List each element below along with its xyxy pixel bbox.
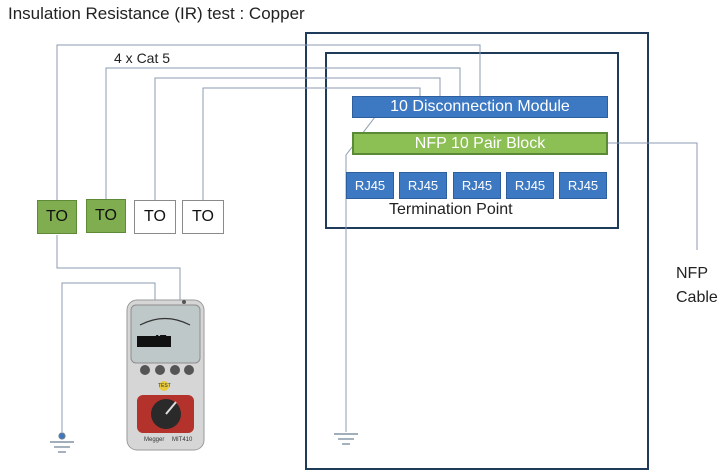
- insulation-tester: [126, 299, 205, 451]
- telecom-outlet-4: TO: [182, 200, 224, 234]
- pair-block: NFP 10 Pair Block: [352, 132, 608, 155]
- rj45-port-1: RJ45: [346, 172, 394, 199]
- termination-frame: [325, 52, 619, 229]
- wire-to-1: [56, 44, 481, 200]
- telecom-outlet-3: TO: [134, 200, 176, 234]
- tester-brand: Megger: [144, 437, 165, 443]
- rj45-port-4: RJ45: [506, 172, 554, 199]
- cabinet-frame: [305, 32, 649, 470]
- wire-tester-earth: [61, 282, 156, 432]
- nfp-cable-label: NFP Cable: [676, 262, 718, 310]
- wire-to-4: [202, 87, 421, 200]
- tester-test-button[interactable]: TEST: [158, 383, 171, 389]
- disconnection-module: 10 Disconnection Module: [352, 96, 608, 118]
- wire-to-3: [154, 77, 441, 200]
- wire-nfp-cable: [608, 142, 698, 250]
- nfp-cable-label-line-1: NFP: [676, 265, 708, 282]
- wire-to-2: [105, 67, 461, 200]
- rj45-port-2: RJ45: [399, 172, 447, 199]
- wire-tester-line: [56, 235, 181, 300]
- nfp-cable-label-line-2: Cable: [676, 289, 718, 306]
- cable-label: 4 x Cat 5: [114, 50, 171, 66]
- rj45-port-3: RJ45: [453, 172, 501, 199]
- diagram-title: Insulation Resistance (IR) test : Copper: [8, 4, 305, 23]
- earth-symbol-left: [50, 432, 74, 453]
- tester-model: MIT410: [172, 437, 193, 443]
- rj45-port-5: RJ45: [559, 172, 607, 199]
- tester-display-reading: -47: [148, 332, 167, 347]
- wire-module-earth: [345, 116, 376, 432]
- termination-point-label: Termination Point: [389, 201, 513, 218]
- telecom-outlet-2: TO: [86, 199, 126, 233]
- telecom-outlet-1: TO: [37, 200, 77, 234]
- earth-symbol-right: [334, 433, 358, 445]
